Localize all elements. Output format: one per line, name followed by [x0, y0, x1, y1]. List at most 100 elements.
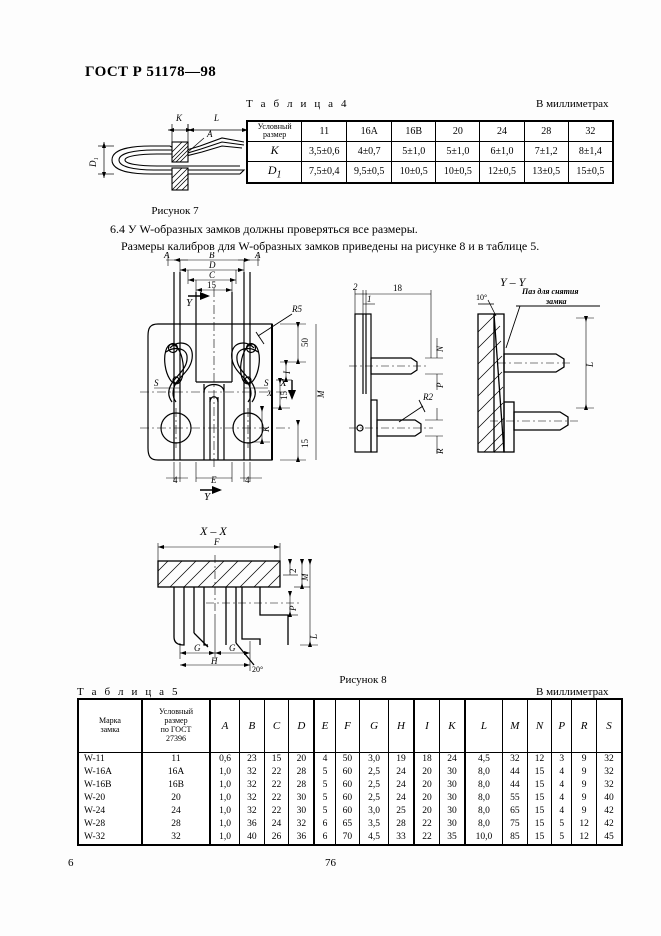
table-4-units: В миллиметрах [536, 98, 609, 110]
table-5-cell-L: 8,0 [463, 805, 504, 818]
table-5-cell-C: 22 [263, 792, 290, 805]
table-4-caption: Т а б л и ц а 4 [246, 98, 350, 110]
table-5-cell-mark: W-11 [77, 752, 143, 766]
table-5-cell-H: 28 [387, 818, 415, 831]
table-5-cell-B: 32 [239, 792, 265, 805]
figure-7-label-D1: D₁ [88, 157, 98, 168]
standard-number: ГОСТ Р 51178—98 [85, 64, 217, 80]
table-5-cell-D: 20 [288, 752, 315, 766]
table-4-header-label: Условный размер [246, 120, 303, 142]
table-5-cell-I: 18 [412, 752, 440, 766]
table-5-cell-H: 24 [387, 779, 415, 792]
table-5-cell-mark: W-32 [77, 831, 143, 846]
table-5-cell-B: 36 [239, 818, 265, 831]
marker-X-small: X [266, 389, 273, 398]
table-5-cell-mark: W-16А [77, 766, 143, 779]
dim-label-L-xx: L [309, 634, 319, 640]
table-5-cell-R: 9 [571, 792, 597, 805]
table-5-cell-N: 12 [526, 752, 553, 766]
table-5-header-mark: Марка замка [77, 698, 143, 753]
dim-label-2: 2 [353, 282, 358, 292]
table-5-cell-F: 50 [334, 752, 361, 766]
dim-label-S-left: S [154, 378, 159, 388]
table-4-row-1-label: D1 [246, 161, 303, 184]
table-5-cell-R: 9 [571, 752, 597, 766]
table-5-cell-size: 16А [141, 766, 211, 779]
table-5-cell-E: 5 [313, 779, 336, 792]
table-5-col-L: L [463, 698, 504, 753]
table-5-cell-I: 20 [412, 779, 440, 792]
table-5-col-H: H [387, 698, 415, 753]
table-5-cell-S: 32 [595, 779, 623, 792]
table-5-cell-I: 20 [412, 766, 440, 779]
table-5-col-G: G [359, 698, 389, 753]
table-4-size-col-5: 28 [523, 120, 569, 142]
table-5-cell-D: 32 [288, 818, 315, 831]
table-5-cell-mark: W-20 [77, 792, 143, 805]
table-4-size-col-6: 32 [567, 120, 614, 142]
table-5-cell-K: 35 [438, 831, 466, 846]
table-5-col-A: A [209, 698, 241, 753]
table-5-cell-G: 2,5 [359, 766, 389, 779]
table-5-cell-M: 44 [502, 779, 528, 792]
section-xx-label: X – X [199, 524, 227, 538]
table-5-col-B: B [239, 698, 265, 753]
dim-label-N: N [435, 345, 445, 353]
dim-label-K: K [261, 425, 271, 433]
table-4-size-col-3: 20 [435, 120, 481, 142]
table-5-cell-S: 40 [595, 792, 623, 805]
dim-label-I: I [282, 370, 292, 375]
table-5-col-P: P [551, 698, 573, 753]
table-5-cell-L: 8,0 [463, 792, 504, 805]
table-5-cell-D: 28 [288, 779, 315, 792]
table-5-cell-D: 30 [288, 792, 315, 805]
table-5-cell-P: 5 [551, 818, 573, 831]
table-5-cell-M: 55 [502, 792, 528, 805]
table-5-cell-L: 8,0 [463, 766, 504, 779]
table-5-cell-A: 1,0 [209, 792, 241, 805]
table-5-cell-K: 24 [438, 752, 466, 766]
table-5-cell-A: 1,0 [209, 779, 241, 792]
dim-label-B: B [209, 252, 215, 260]
table-5-cell-I: 22 [412, 831, 440, 846]
table-5-cell-B: 23 [239, 752, 265, 766]
dim-label-R: R [435, 448, 445, 455]
dim-label-P-xx: P [288, 605, 298, 612]
table-5-cell-E: 6 [313, 831, 336, 846]
table-5-cell-K: 30 [438, 779, 466, 792]
figure-7-drawing: K L A D₁ [88, 108, 263, 208]
angle-label-20: 20° [252, 665, 263, 674]
table-5-cell-I: 20 [412, 792, 440, 805]
radius-label-R5: R5 [291, 304, 302, 314]
table-5-cell-size: 28 [141, 818, 211, 831]
table-5-cell-E: 4 [313, 752, 336, 766]
dim-label-S-right: S [264, 378, 269, 388]
dim-label-E: E [210, 475, 217, 485]
figure-8-plan-view: A A B D C 15 R5 50 I 15 15 K M S S 4 E 4… [140, 252, 380, 502]
table-5-cell-D: 30 [288, 805, 315, 818]
table-5-cell-C: 22 [263, 779, 290, 792]
table-5-cell-mark: W-24 [77, 805, 143, 818]
table-5-cell-R: 12 [571, 831, 597, 846]
slot-note-line-2: замка [545, 297, 566, 306]
table-5-cell-size: 16В [141, 779, 211, 792]
table-5-col-S: S [595, 698, 623, 753]
table-4: Условный размер 11 16А 16В 20 24 28 32 K… [246, 120, 614, 184]
table-5-cell-M: 75 [502, 818, 528, 831]
table-5-cell-S: 32 [595, 766, 623, 779]
table-5-units: В миллиметрах [536, 686, 609, 698]
table-5-cell-size: 32 [141, 831, 211, 846]
table-5-cell-N: 15 [526, 818, 553, 831]
table-5-cell-N: 15 [526, 805, 553, 818]
table-4-cell-1-2: 10±0,5 [391, 161, 437, 184]
dim-label-15b: 15 [279, 391, 289, 401]
table-4-cell-1-0: 7,5±0,4 [301, 161, 348, 184]
table-4-size-col-1: 16А [346, 120, 393, 142]
table-5-cell-F: 70 [334, 831, 361, 846]
table-5-cell-size: 24 [141, 805, 211, 818]
dim-label-C: C [209, 270, 216, 280]
